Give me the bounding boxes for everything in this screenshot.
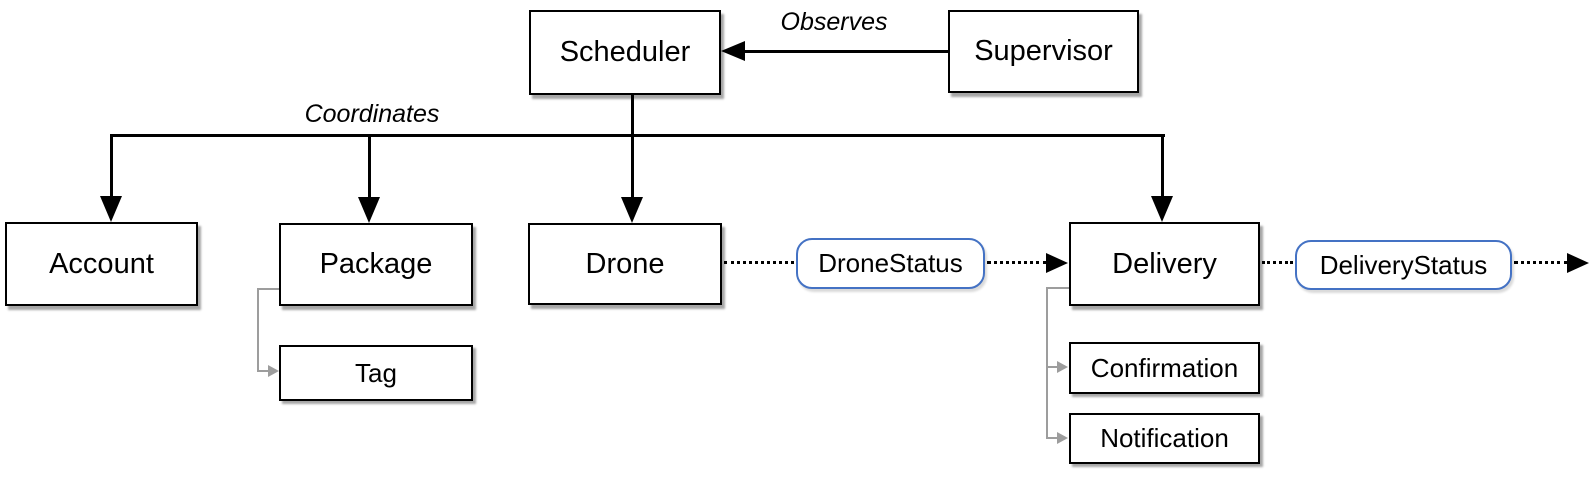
node-confirmation-label: Confirmation: [1090, 352, 1239, 383]
node-delivery: Delivery: [1069, 222, 1260, 306]
edge-delivery-children-v: [1046, 287, 1048, 439]
edge-coordinates-label: Coordinates: [304, 100, 440, 128]
node-account-label: Account: [49, 247, 154, 280]
edge-scheduler-drone-line: [631, 95, 634, 200]
edge-to-delivery-arrowhead-icon: [1151, 196, 1173, 222]
edge-to-drone-arrowhead-icon: [621, 197, 643, 223]
node-drone-label: Drone: [585, 247, 665, 280]
edge-package-tag-v: [257, 288, 259, 372]
node-notification: Notification: [1069, 413, 1260, 464]
edge-to-account-line: [110, 134, 113, 198]
node-delivery-label: Delivery: [1112, 247, 1217, 280]
edge-delivery-notification-h: [1046, 437, 1059, 439]
node-supervisor-label: Supervisor: [974, 35, 1113, 67]
node-package: Package: [279, 223, 473, 306]
edge-to-delivery-line: [1161, 134, 1164, 198]
edge-delivery-confirmation-arrowhead-icon: [1057, 361, 1068, 373]
node-scheduler: Scheduler: [529, 10, 721, 95]
edge-coordinates-bus-line: [111, 134, 1165, 137]
edge-dronestatus-delivery-arrowhead-icon: [1046, 253, 1068, 273]
edge-drone-dronestatus-dotted: [724, 261, 794, 264]
node-confirmation: Confirmation: [1069, 342, 1260, 394]
edge-observes-arrowhead-icon: [721, 41, 745, 61]
edge-delivery-children-h1: [1046, 287, 1069, 289]
node-drone-status: DroneStatus: [796, 238, 985, 289]
node-scheduler-label: Scheduler: [559, 36, 691, 68]
edge-package-tag-h2: [257, 370, 270, 372]
edge-delivery-notification-arrowhead-icon: [1057, 432, 1068, 444]
edge-package-tag-arrowhead-icon: [268, 365, 279, 377]
node-drone-status-label: DroneStatus: [818, 248, 963, 278]
edge-to-account-arrowhead-icon: [100, 196, 122, 222]
node-supervisor: Supervisor: [948, 10, 1139, 93]
edge-observes-label: Observes: [780, 8, 888, 36]
edge-to-package-arrowhead-icon: [358, 197, 380, 223]
node-tag-label: Tag: [355, 357, 397, 388]
edge-delivery-confirmation-h: [1046, 366, 1059, 368]
node-account: Account: [5, 222, 198, 306]
node-delivery-status-label: DeliveryStatus: [1319, 249, 1488, 280]
edge-delivery-deliverystatus-dotted: [1262, 261, 1293, 264]
node-tag: Tag: [279, 345, 473, 401]
edge-package-tag-h1: [257, 288, 280, 290]
node-notification-label: Notification: [1100, 423, 1229, 453]
node-package-label: Package: [319, 248, 433, 280]
edge-dronestatus-delivery-dotted: [987, 261, 1047, 264]
edge-deliverystatus-out-dotted: [1514, 261, 1568, 264]
edge-to-package-line: [368, 134, 371, 199]
node-delivery-status: DeliveryStatus: [1295, 240, 1512, 290]
edge-observes-line: [740, 50, 948, 53]
node-drone: Drone: [528, 223, 722, 305]
edge-deliverystatus-out-arrowhead-icon: [1567, 253, 1589, 273]
